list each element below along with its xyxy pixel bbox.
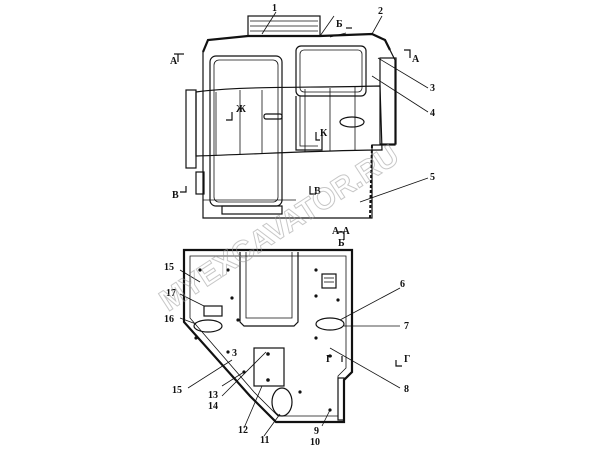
hatch-7 — [315, 317, 345, 331]
bolt-holes — [194, 268, 340, 412]
callout-10: 10 — [310, 437, 320, 448]
label-view-a-left: А — [170, 56, 178, 67]
callout-8: 8 — [404, 384, 409, 395]
label-view-k: К — [320, 128, 328, 139]
floor-plan-section — [182, 248, 354, 424]
section-markers — [174, 27, 411, 367]
callout-16: 16 — [164, 314, 174, 325]
callout-13: 13 — [208, 390, 218, 401]
label-view-b-top: Б — [336, 19, 343, 30]
watermark: MYEXCAVATOR.RU — [154, 139, 405, 318]
cover-band — [195, 85, 383, 157]
right-rail — [337, 377, 345, 421]
callout-6: 6 — [400, 279, 405, 290]
door-window — [209, 55, 283, 207]
hatch-11 — [271, 387, 293, 417]
pedal-plate — [253, 347, 285, 387]
callout-12: 12 — [238, 425, 248, 436]
callout-9: 9 — [314, 426, 319, 437]
label-section-aa: А-А — [332, 226, 351, 237]
callout-17: 17 — [166, 288, 176, 299]
front-post — [185, 89, 197, 169]
floor-outline — [182, 248, 354, 424]
step — [195, 171, 205, 195]
label-view-v-right: В — [314, 186, 321, 197]
rear-recess — [239, 252, 299, 327]
callout-15-bottom: 15 — [172, 385, 182, 396]
callout-2: 2 — [378, 6, 383, 17]
callout-1: 1 — [272, 3, 277, 14]
hatch-16 — [193, 319, 223, 333]
floor-vent-right — [321, 273, 337, 289]
door-handle — [263, 113, 283, 120]
callout-5: 5 — [430, 172, 435, 183]
label-view-b-mid: Б — [338, 238, 345, 249]
leader-lines — [179, 11, 429, 437]
callout-7: 7 — [404, 321, 409, 332]
callout-11: 11 — [260, 435, 269, 446]
label-view-a-right: А — [412, 54, 420, 65]
cab-side-view — [185, 15, 397, 219]
callout-4: 4 — [430, 108, 435, 119]
label-view-zh: Ж — [236, 104, 246, 115]
label-view-v-left: В — [172, 190, 179, 201]
callout-14: 14 — [208, 401, 218, 412]
callout-3: 3 — [430, 83, 435, 94]
label-view-g-right: Г — [404, 354, 410, 365]
rear-window — [295, 45, 367, 97]
rear-seal — [369, 144, 373, 219]
labels: А А Б В В Ж К А-А Б Г Г 1 2 3 4 5 6 7 8 … — [164, 3, 435, 448]
label-view-g-left: Г — [326, 354, 332, 365]
floor-vent-left — [203, 305, 223, 317]
callout-15-top: 15 — [164, 262, 174, 273]
callout-3-floor: 3 — [232, 348, 237, 359]
